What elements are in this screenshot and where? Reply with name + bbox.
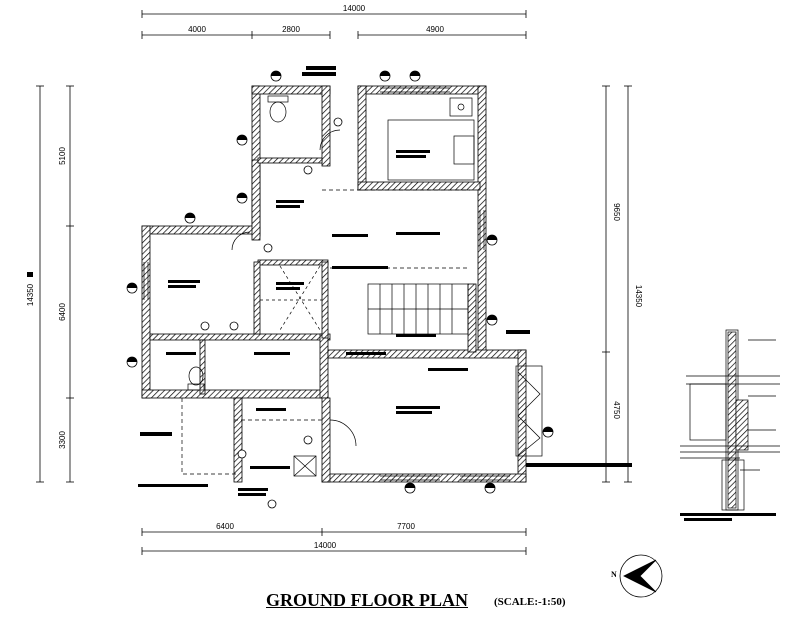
bottom-dimensions — [141, 528, 527, 555]
dim-left-seg-2: 6400 — [58, 303, 67, 321]
dim-bottom-seg-1: 6400 — [216, 522, 234, 531]
drawing-title: GROUND FLOOR PLAN — [266, 590, 468, 610]
top-dimensions — [141, 10, 527, 39]
north-label: N — [611, 570, 617, 579]
drawing-scale: (SCALE:-1:50) — [494, 596, 566, 608]
elevation-markers — [126, 70, 554, 509]
marker-fills — [127, 71, 553, 488]
dim-right-seg-2: 4750 — [612, 401, 621, 419]
section-detail — [680, 329, 780, 511]
dim-right-seg-1: 9650 — [612, 203, 621, 221]
dim-bottom-total: 14000 — [314, 541, 337, 550]
redacted-labels — [138, 66, 632, 496]
section-detail-labels — [680, 513, 776, 521]
right-dimensions — [602, 85, 632, 483]
left-dimensions — [36, 85, 74, 483]
dim-top-seg-2: 2800 — [282, 25, 300, 34]
dim-top-seg-1: 4000 — [188, 25, 206, 34]
dim-left-seg-1: 5100 — [58, 147, 67, 165]
north-compass — [619, 554, 663, 598]
dim-left-total: 14350 — [26, 283, 35, 306]
dim-left-seg-3: 3300 — [58, 431, 67, 449]
dim-right-total: 14350 — [634, 285, 643, 308]
plan-details — [143, 87, 543, 481]
walls — [141, 85, 527, 483]
dim-top-seg-3: 4900 — [426, 25, 444, 34]
dim-bottom-seg-2: 7700 — [397, 522, 415, 531]
dim-top-total: 14000 — [343, 4, 366, 13]
